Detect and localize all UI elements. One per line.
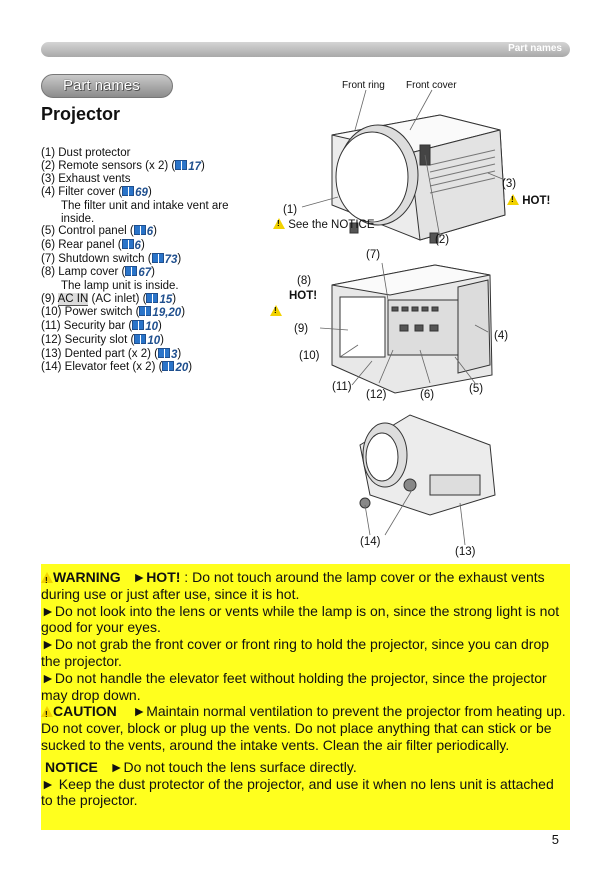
warning-paragraph: WARNING ►HOT! : Do not touch around the …: [41, 569, 568, 603]
warning-hot: ►HOT!: [132, 569, 181, 585]
header-bar: Part names: [41, 42, 570, 57]
label-4: (4): [494, 330, 509, 342]
parts-list-item: (3) Exhaust vents: [41, 173, 131, 186]
book-icon: [162, 361, 175, 372]
warning-triangle-icon: [273, 218, 285, 229]
page-number: 5: [551, 832, 559, 847]
parts-list-item: (12) Security slot (10): [41, 333, 164, 348]
header-section-label: Part names: [508, 43, 562, 54]
parts-list-item: (5) Control panel (6): [41, 225, 157, 239]
parts-list-item: (9) AC IN (AC inlet) (15): [41, 292, 177, 307]
parts-list-item: (14) Elevator feet (x 2) (20): [41, 361, 193, 375]
parts-list-item: (7) Shutdown switch (73): [41, 252, 182, 267]
page-reference-link[interactable]: 69: [122, 186, 148, 200]
page-reference-link[interactable]: 67: [125, 266, 151, 280]
label-13: (13): [455, 546, 476, 558]
parts-list-item: (2) Remote sensors (x 2) (17): [41, 159, 205, 174]
warning-paragraph-2: ►Do not look into the lens or vents whil…: [41, 602, 560, 636]
label-3: (3): [502, 178, 517, 190]
hot-label-1: HOT!: [507, 194, 550, 207]
book-icon: [122, 186, 135, 197]
see-notice-label: See the NOTICE: [273, 218, 375, 231]
label-10: (10): [299, 350, 320, 362]
caution-paragraph: CAUTION ►Maintain normal ventilation to …: [41, 703, 568, 753]
parts-list-item: (10) Power switch (19,20): [41, 306, 186, 320]
page-reference-link[interactable]: 6: [133, 225, 153, 239]
book-icon: [134, 333, 147, 344]
book-icon: [146, 292, 159, 303]
label-5: (5): [469, 383, 484, 395]
label-front-ring: Front ring: [342, 80, 385, 91]
section-pill: Part names: [41, 74, 173, 98]
projector-front-drawing: [331, 114, 506, 244]
hot-label-2: HOT!: [289, 290, 318, 302]
safety-notice-box: [41, 564, 570, 830]
notice-paragraph-2: ► Keep the dust protector of the project…: [41, 775, 554, 809]
book-icon: [151, 252, 164, 263]
warning-paragraph-3: ►Do not grab the front cover or front ri…: [41, 636, 550, 669]
caution-triangle-icon: [41, 706, 53, 724]
book-icon: [157, 347, 170, 358]
label-11: (11): [332, 381, 352, 393]
label-6: (6): [420, 389, 435, 401]
page-reference-link[interactable]: 10: [132, 320, 158, 334]
warning-triangle-icon: [270, 302, 282, 320]
book-icon: [125, 266, 138, 277]
book-icon: [132, 320, 145, 331]
book-icon: [175, 159, 188, 170]
label-9: (9): [294, 323, 309, 335]
book-icon: [139, 306, 152, 317]
label-14: (14): [360, 536, 381, 548]
page-title: Projector: [41, 104, 121, 124]
label-8: (8): [297, 275, 312, 287]
label-front-cover: Front cover: [406, 80, 457, 91]
notice-paragraph: NOTICE ►Do not touch the lens surface di…: [41, 759, 568, 776]
projector-bottom-drawing: [359, 414, 496, 516]
book-icon: [133, 225, 146, 236]
parts-list-item: The filter unit and intake vent are: [61, 199, 229, 212]
page-reference-link[interactable]: 6: [121, 238, 141, 253]
warning-triangle-icon: [507, 194, 519, 205]
warning-triangle-icon: [41, 572, 53, 590]
parts-list-item: (11) Security bar (10): [41, 320, 162, 334]
page-reference-link[interactable]: 19,20: [139, 306, 181, 320]
page-reference-link[interactable]: 20: [162, 361, 188, 375]
parts-list-item: (4) Filter cover (69): [41, 186, 152, 200]
parts-list-item: inside.: [61, 212, 95, 225]
page-reference-link[interactable]: 15: [146, 292, 172, 307]
notice-label: NOTICE: [45, 758, 98, 775]
label-2: (2): [435, 234, 450, 246]
parts-list: (1) Dust protector(2) Remote sensors (x …: [41, 147, 229, 375]
parts-list-item: (1) Dust protector: [41, 147, 131, 159]
parts-list-item: (13) Dented part (x 2) (3): [41, 347, 182, 362]
page-reference-link[interactable]: 3: [157, 347, 177, 362]
label-12: (12): [366, 389, 387, 401]
parts-list-item: (8) Lamp cover (67): [41, 266, 155, 280]
safety-text: WARNING ►HOT! : Do not touch around the …: [41, 569, 568, 809]
page-reference-link[interactable]: 73: [151, 252, 177, 267]
ac-in-label: AC IN: [57, 292, 89, 306]
leader-lines: [301, 89, 506, 546]
warning-paragraph-4: ►Do not handle the elevator feet without…: [41, 669, 547, 703]
parts-list-item: The lamp unit is inside.: [61, 280, 179, 293]
section-pill-label: Part names: [63, 77, 140, 94]
parts-list-item: (6) Rear panel (6): [41, 238, 145, 253]
page-reference-link[interactable]: 17: [175, 159, 201, 174]
label-1: (1): [283, 204, 298, 216]
label-7: (7): [366, 249, 381, 261]
warning-label: WARNING: [53, 569, 121, 585]
book-icon: [121, 238, 134, 249]
page-reference-link[interactable]: 10: [134, 333, 160, 348]
caution-label: CAUTION: [53, 703, 117, 720]
projector-illustrations: [301, 89, 506, 546]
